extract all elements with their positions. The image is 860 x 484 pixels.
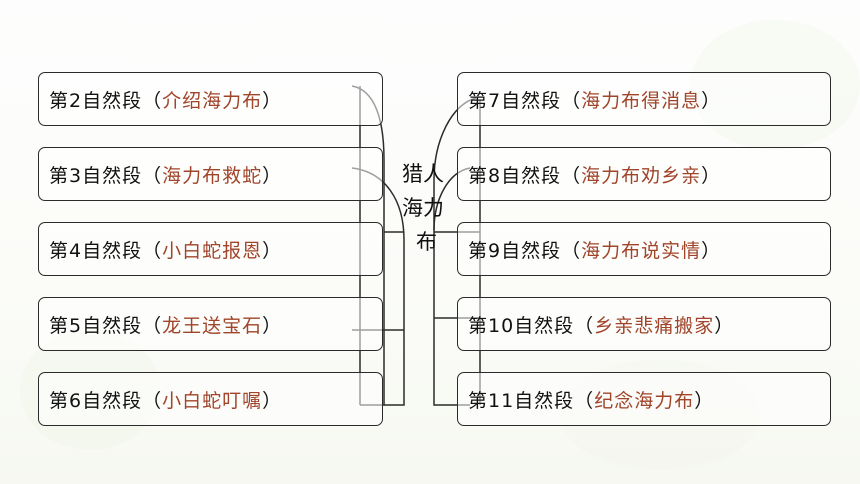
paragraph-label: 第7自然段（	[468, 89, 582, 112]
paragraph-box: 第2自然段（ 介绍海力布 ）	[38, 72, 383, 126]
paragraph-close: ）	[262, 89, 283, 112]
paragraph-label: 第4自然段（	[49, 239, 163, 262]
paragraph-close: ）	[714, 314, 735, 337]
paragraph-close: ）	[701, 239, 722, 262]
center-title-line: 海力	[402, 196, 444, 220]
paragraph-label: 第9自然段（	[468, 239, 582, 262]
paragraph-box: 第4自然段（ 小白蛇报恩 ）	[38, 222, 383, 276]
paragraph-label: 第3自然段（	[49, 164, 163, 187]
paragraph-box: 第8自然段（ 海力布劝乡亲 ）	[457, 147, 831, 201]
paragraph-summary: 小白蛇报恩	[162, 239, 263, 262]
paragraph-box: 第7自然段（ 海力布得消息 ）	[457, 72, 831, 126]
paragraph-label: 第11自然段（	[468, 389, 595, 412]
paragraph-box: 第6自然段（ 小白蛇叮嘱 ）	[38, 372, 383, 426]
paragraph-close: ）	[701, 89, 722, 112]
paragraph-summary: 海力布说实情	[581, 239, 702, 262]
paragraph-box: 第10自然段（ 乡亲悲痛搬家 ）	[457, 297, 831, 351]
paragraph-box: 第3自然段（ 海力布救蛇 ）	[38, 147, 383, 201]
paragraph-summary: 海力布劝乡亲	[581, 164, 702, 187]
paragraph-close: ）	[262, 164, 283, 187]
paragraph-label: 第10自然段（	[468, 314, 595, 337]
paragraph-close: ）	[262, 389, 283, 412]
paragraph-close: ）	[262, 314, 283, 337]
paragraph-label: 第6自然段（	[49, 389, 163, 412]
paragraph-box: 第5自然段（ 龙王送宝石 ）	[38, 297, 383, 351]
paragraph-summary: 乡亲悲痛搬家	[594, 314, 715, 337]
paragraph-summary: 海力布救蛇	[162, 164, 263, 187]
paragraph-summary: 海力布得消息	[581, 89, 702, 112]
paragraph-label: 第5自然段（	[49, 314, 163, 337]
paragraph-box: 第9自然段（ 海力布说实情 ）	[457, 222, 831, 276]
paragraph-summary: 介绍海力布	[162, 89, 263, 112]
center-title-line: 布	[416, 230, 437, 254]
paragraph-summary: 龙王送宝石	[162, 314, 263, 337]
paragraph-summary: 纪念海力布	[594, 389, 695, 412]
paragraph-summary: 小白蛇叮嘱	[162, 389, 263, 412]
paragraph-label: 第8自然段（	[468, 164, 582, 187]
paragraph-close: ）	[694, 389, 715, 412]
paragraph-box: 第11自然段（ 纪念海力布 ）	[457, 372, 831, 426]
paragraph-close: ）	[262, 239, 283, 262]
center-title-line: 猎人	[402, 162, 444, 186]
paragraph-label: 第2自然段（	[49, 89, 163, 112]
paragraph-close: ）	[701, 164, 722, 187]
